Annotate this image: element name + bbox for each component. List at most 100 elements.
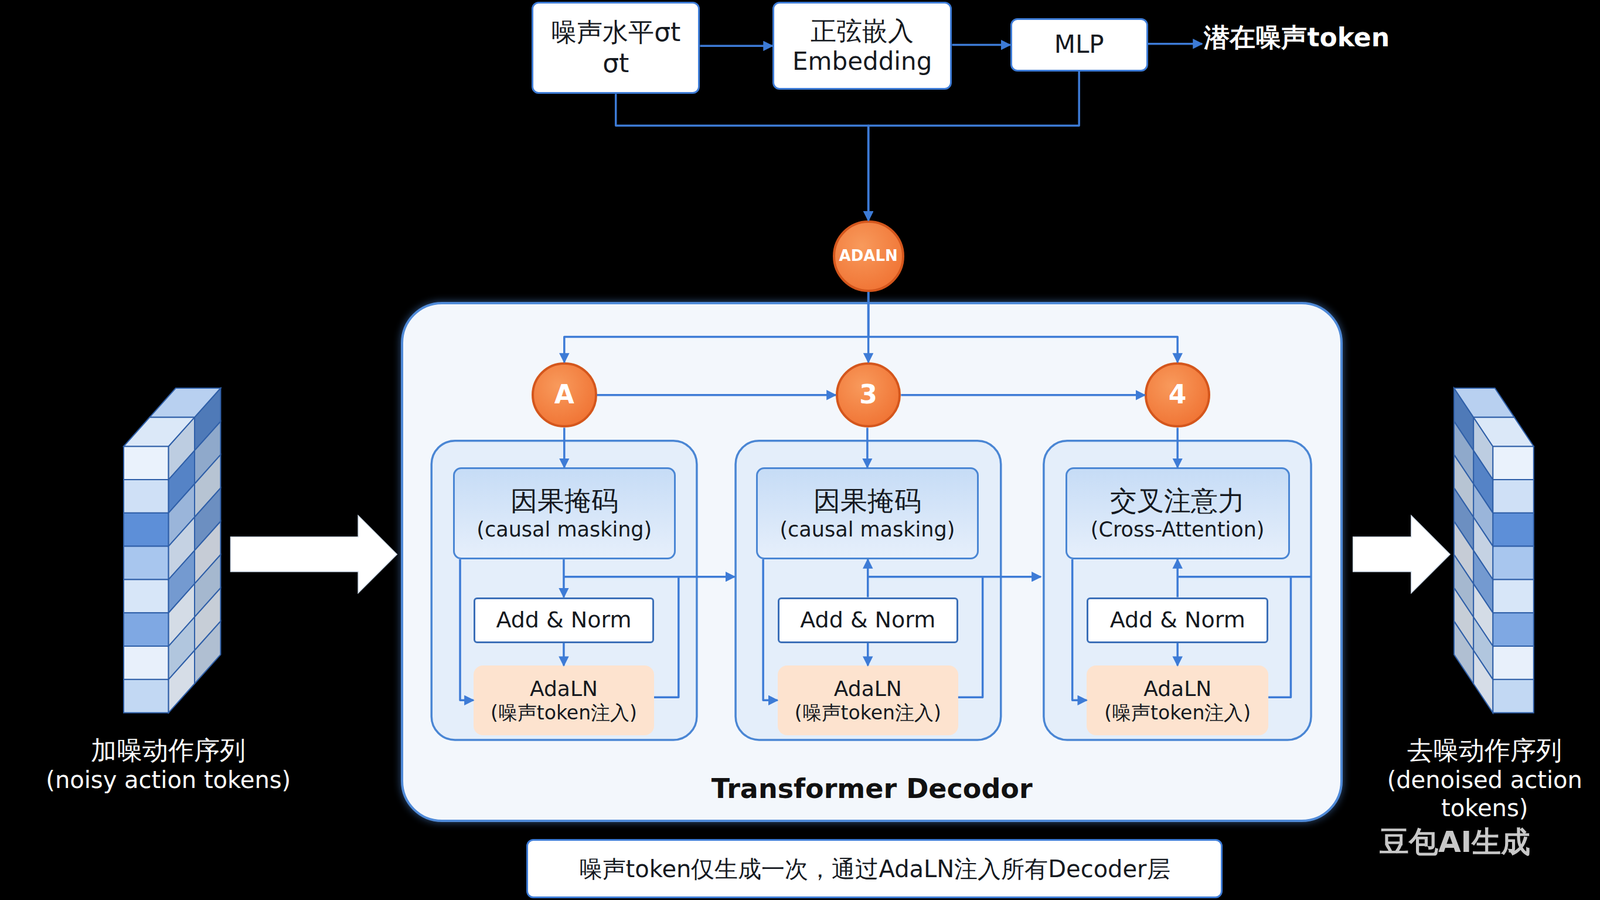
connector-arrow [1072, 559, 1088, 700]
layer-block [1043, 440, 1312, 740]
adaln-box: AdaLN(噪声token注入) [473, 665, 655, 735]
node-label: (noisy action tokens) [5, 765, 332, 794]
stack-caption: 去噪动作序列(denoised action tokens) [1372, 734, 1598, 823]
node-label: Transformer Decodor [403, 772, 1341, 805]
node-label: Add & Norm [800, 606, 936, 634]
connector-arrow [597, 393, 836, 397]
connector-arrow [1176, 427, 1179, 468]
token-cell [123, 512, 169, 546]
layer-block [735, 440, 1002, 740]
node-label: 正弦嵌入 [810, 15, 914, 47]
connector-arrow [563, 427, 566, 468]
node-label: 交叉注意力 [1110, 484, 1245, 517]
connector-arrow [866, 642, 870, 666]
wire-line [868, 575, 1041, 578]
wire-line [958, 576, 983, 697]
node-label: 因果掩码 [813, 484, 922, 517]
node-label: 加噪动作序列 [5, 734, 332, 767]
connector-arrow [866, 427, 869, 468]
token-cell [1454, 387, 1515, 418]
attention-box: 因果掩码(causal masking) [453, 467, 676, 560]
node-label: 4 [1168, 379, 1187, 411]
node-label: (causal masking) [779, 516, 955, 542]
node-label: AdaLN [833, 675, 902, 701]
node-label: (噪声token注入) [794, 700, 942, 725]
node-label: AdaLN [529, 675, 598, 701]
connector-arrow [868, 291, 1179, 363]
token-cell [1473, 416, 1534, 447]
node-label: 因果掩码 [510, 484, 619, 517]
token-stack: 去噪动作序列(denoised action tokens) [1454, 387, 1534, 713]
callout-circle: 3 [835, 362, 901, 428]
input-box: 噪声水平σtσt [531, 1, 700, 94]
node-label: MLP [1054, 29, 1105, 60]
token-cell [1473, 649, 1493, 713]
token-cell [1492, 579, 1534, 613]
wire-line [1148, 42, 1203, 46]
process-box: MLP [1010, 18, 1149, 72]
connector-arrow [1176, 559, 1179, 597]
block-arrow [1353, 515, 1450, 593]
add-norm-box: Add & Norm [1086, 597, 1269, 643]
token-cell [194, 620, 221, 683]
connector-arrow [460, 559, 474, 700]
decoder-panel: Transformer DecodorA34因果掩码(causal maskin… [400, 301, 1343, 822]
node-label: (噪声token注入) [490, 700, 638, 725]
node-label: (噪声token注入) [1104, 700, 1251, 725]
token-cell [149, 387, 221, 418]
token-cells [123, 387, 221, 713]
token-cell [1492, 612, 1534, 646]
wire-line [654, 576, 679, 697]
token-stack: 加噪动作序列(noisy action tokens) [123, 387, 221, 713]
node-label: ADALN [839, 246, 898, 265]
attention-box: 交叉注意力(Cross-Attention) [1065, 467, 1290, 560]
node-label: 3 [859, 379, 878, 411]
adaln-box: AdaLN(噪声token注入) [777, 665, 959, 735]
wire-line [1268, 576, 1291, 697]
block-arrow [230, 515, 397, 593]
node-label: (denoised action tokens) [1372, 765, 1598, 822]
token-cell [123, 678, 169, 713]
token-column [1454, 387, 1534, 713]
node-label: Add & Norm [1110, 606, 1246, 634]
panel-heading: Transformer Decodor [403, 772, 1341, 805]
token-cell [1492, 645, 1534, 680]
process-box: 正弦嵌入Embedding [772, 1, 952, 90]
node-label: Add & Norm [495, 606, 632, 634]
node-label: A [554, 379, 575, 411]
token-cell [123, 416, 195, 447]
add-norm-box: Add & Norm [473, 597, 655, 643]
connector-arrow [562, 642, 565, 666]
token-cell [1492, 512, 1534, 546]
watermark: 豆包AI生成 [1379, 822, 1531, 862]
connector-arrow [868, 71, 1080, 221]
callout-circle: A [531, 362, 597, 428]
token-cell [123, 612, 169, 646]
connector-arrow [615, 93, 869, 221]
wire-line [1178, 575, 1312, 578]
token-cell [123, 645, 169, 680]
token-cell [123, 479, 169, 513]
connector-arrow [900, 393, 1145, 397]
wire-line [564, 575, 735, 578]
node-label: AdaLN [1143, 675, 1212, 701]
token-cell [168, 649, 194, 713]
token-cells [1454, 387, 1534, 713]
token-cell [123, 545, 169, 580]
note-box: 噪声token仅生成一次，通过AdaLN注入所有Decoder层 [526, 838, 1222, 898]
token-cell [123, 446, 169, 480]
token-cell [1492, 479, 1534, 513]
node-label: Embedding [792, 46, 932, 77]
output-label: 潜在噪声token [1203, 20, 1390, 56]
connector-arrow [562, 559, 565, 597]
adaln-circle: ADALN [832, 220, 905, 292]
connector-arrow [699, 45, 773, 48]
node-label: (causal masking) [476, 516, 652, 542]
token-cell [1454, 620, 1474, 683]
node-label: 噪声水平σt [550, 16, 681, 49]
callout-circle: 4 [1144, 362, 1210, 428]
connector-arrow [564, 291, 869, 363]
token-column [123, 387, 221, 713]
token-cell [1492, 446, 1534, 480]
